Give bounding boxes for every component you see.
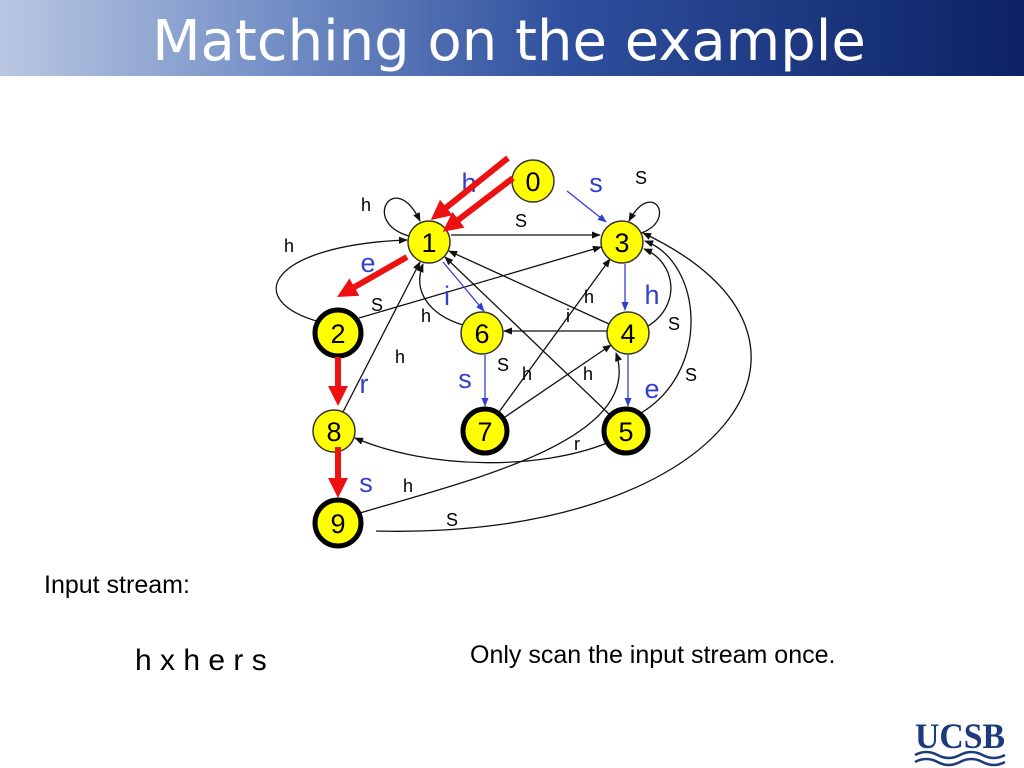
state-6-circle xyxy=(460,311,504,355)
transition-label-5-to-1: h xyxy=(583,364,593,384)
state-6: 6 xyxy=(460,311,504,355)
state-7-label: 7 xyxy=(477,417,492,447)
scan-note: Only scan the input stream once. xyxy=(470,641,835,669)
matched-path-arrows xyxy=(328,155,515,498)
edge-5-to-8 xyxy=(354,437,608,464)
goto-label-1-to-2: e xyxy=(360,248,375,278)
transition-label-3-loop: S xyxy=(635,168,647,188)
state-3-circle xyxy=(600,220,644,264)
state-0: 0 xyxy=(511,159,555,203)
transition-label-2-to-3: S xyxy=(371,295,383,315)
state-8: 8 xyxy=(312,409,356,453)
edge-9-to-4 xyxy=(359,352,622,514)
ucsb-logo-wave-bottom xyxy=(914,757,1006,767)
ucsb-logo-wave-top xyxy=(914,750,1006,760)
goto-label-8-to-9: s xyxy=(359,468,373,498)
state-2-circle xyxy=(312,307,364,359)
transition-label-5-to-3: S xyxy=(685,365,697,385)
state-7-circle xyxy=(460,406,510,456)
transition-label-9-to-4: h xyxy=(403,476,413,496)
transition-label-2-to-1: h xyxy=(284,236,294,256)
state-3-label: 3 xyxy=(614,228,629,258)
state-4: 4 xyxy=(606,311,650,355)
edge-8-to-1 xyxy=(342,261,421,413)
state-2: 2 xyxy=(312,307,364,359)
state-1-circle xyxy=(407,220,451,264)
state-9-label: 9 xyxy=(330,509,345,539)
edge-5-to-1 xyxy=(444,256,610,415)
ucsb-logo-text: UCSB xyxy=(915,716,1005,756)
transition-label-1-to-3: S xyxy=(515,211,527,231)
title-bar: Matching on the example xyxy=(0,0,1024,76)
transition-label-4-to-1: h xyxy=(584,287,594,307)
transition-label-1-loop: h xyxy=(361,195,371,215)
match-arrow-0-to-1-second xyxy=(442,175,515,232)
state-6-label: 6 xyxy=(474,319,489,349)
input-stream-label: Input stream: xyxy=(44,571,190,599)
states: 0 1 3 2 6 4 8 xyxy=(312,159,651,549)
state-8-label: 8 xyxy=(326,417,341,447)
automaton-diagram: 0 1 3 2 6 4 8 xyxy=(275,155,752,549)
state-9: 9 xyxy=(312,497,364,549)
goto-label-4-to-5: e xyxy=(644,374,659,404)
state-7: 7 xyxy=(460,406,510,456)
transition-edges xyxy=(275,197,752,532)
transition-label-4-to-3: S xyxy=(668,314,680,334)
edge-4-to-1 xyxy=(448,250,610,325)
state-5-circle xyxy=(601,406,651,456)
edge-3-to-3-loop xyxy=(628,201,661,234)
edge-1-to-1-loop xyxy=(383,197,421,237)
goto-label-1-to-6: i xyxy=(444,281,450,311)
edge-4-to-3 xyxy=(643,248,672,327)
goto-labels: h s e i h s r e s xyxy=(359,168,659,498)
goto-label-6-to-7: s xyxy=(458,364,472,394)
transition-label-5-to-8: r xyxy=(574,434,580,454)
edge-5-to-3 xyxy=(640,240,692,414)
transition-label-8-to-1: h xyxy=(395,347,405,367)
edge-2-to-1 xyxy=(275,236,408,323)
goto-label-0-to-3: s xyxy=(589,168,603,198)
state-5-label: 5 xyxy=(618,417,633,447)
edge-2-to-3 xyxy=(358,245,602,319)
transition-label-7-to-4: h xyxy=(522,364,532,384)
transition-labels: S h S h S h h i S h S h h S r h S xyxy=(284,168,697,530)
ucsb-logo: UCSB xyxy=(914,716,1006,767)
state-3: 3 xyxy=(600,220,644,264)
state-9-circle xyxy=(312,497,364,549)
goto-label-2-to-8: r xyxy=(360,369,369,399)
state-5: 5 xyxy=(601,406,651,456)
match-arrow-0-to-1-first xyxy=(430,155,510,221)
transition-label-9-to-3: S xyxy=(446,510,458,530)
state-0-label: 0 xyxy=(525,167,540,197)
state-4-circle xyxy=(606,311,650,355)
match-arrow-1-to-2 xyxy=(337,254,409,297)
edge-7-to-4 xyxy=(504,344,612,418)
edge-6-to-1 xyxy=(416,263,464,326)
edge-7-to-3 xyxy=(498,258,611,413)
state-2-label: 2 xyxy=(330,319,345,349)
transition-label-6-to-1: h xyxy=(421,306,431,326)
edge-9-to-3 xyxy=(375,232,752,532)
slide-title: Matching on the example xyxy=(152,9,866,74)
state-1: 1 xyxy=(407,220,451,264)
input-stream-value: h x h e r s xyxy=(135,644,267,677)
state-8-circle xyxy=(312,409,356,453)
goto-edge-0-to-3 xyxy=(566,190,607,223)
state-1-label: 1 xyxy=(421,228,436,258)
transition-label-4-to-6: i xyxy=(566,306,570,326)
goto-edge-1-to-6 xyxy=(442,261,485,312)
state-4-label: 4 xyxy=(620,319,635,349)
goto-label-3-to-4: h xyxy=(644,280,659,310)
title-bar-background xyxy=(0,0,1024,76)
transition-label-7-to-3: S xyxy=(497,355,509,375)
goto-edges xyxy=(442,190,632,407)
